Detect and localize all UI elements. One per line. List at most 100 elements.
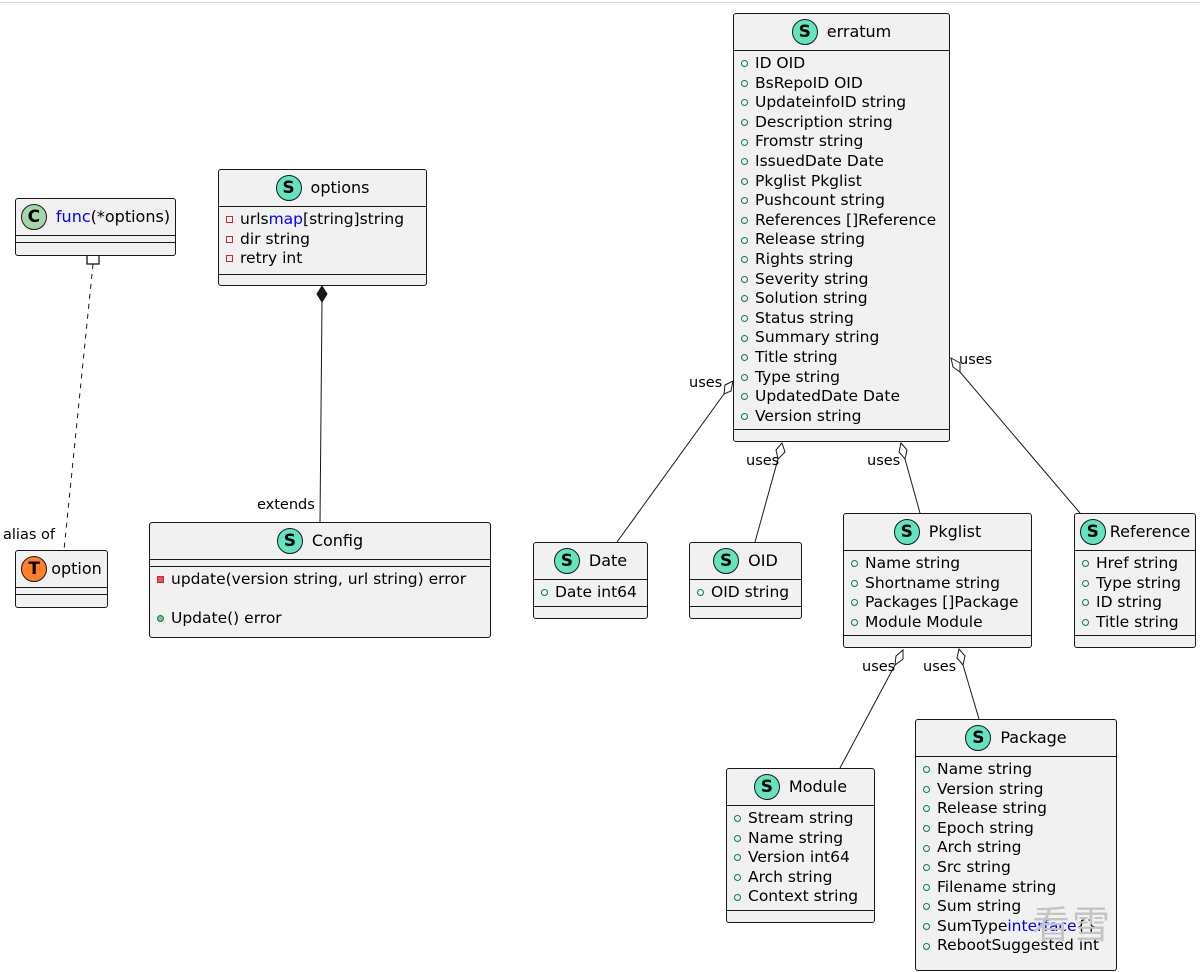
public-icon bbox=[741, 412, 748, 420]
class-name: func(*options) bbox=[56, 207, 170, 227]
field-row: Severity string bbox=[741, 270, 943, 290]
type-stereotype-icon: T bbox=[21, 556, 48, 582]
field-row: OID string bbox=[697, 583, 795, 603]
field-list: Href string Type string ID string Title … bbox=[1075, 551, 1195, 635]
divider bbox=[219, 206, 426, 207]
class-name: options bbox=[310, 178, 370, 197]
field-row: Rights string bbox=[741, 250, 943, 270]
field-list: Name string Shortname string Packages []… bbox=[844, 551, 1031, 635]
field-list: Stream string Name string Version int64 … bbox=[727, 806, 874, 910]
uses-diamond-pkglist bbox=[898, 441, 908, 461]
uses-label-reference: uses bbox=[959, 352, 993, 368]
field-row: retry int bbox=[226, 249, 420, 269]
class-name-rest: (*options) bbox=[90, 207, 171, 226]
uses-label-module: uses bbox=[862, 659, 896, 675]
method-list: update(version string, url string) error… bbox=[150, 567, 490, 631]
public-icon bbox=[741, 295, 748, 303]
uses-link-oid bbox=[754, 458, 779, 543]
field-row: Arch string bbox=[734, 868, 868, 888]
public-icon bbox=[1082, 579, 1089, 587]
struct-stereotype-icon: S bbox=[713, 548, 740, 574]
public-icon bbox=[741, 177, 748, 185]
uses-label-date: uses bbox=[689, 375, 723, 391]
field-row: Version string bbox=[923, 780, 1110, 800]
uses-label-pkglist: uses bbox=[867, 453, 901, 469]
field-list: Name string Version string Release strin… bbox=[916, 757, 1116, 959]
public-icon bbox=[741, 60, 748, 68]
field-row: Type string bbox=[1082, 574, 1189, 594]
field-list: Date int64 bbox=[534, 580, 647, 606]
public-icon bbox=[741, 79, 748, 87]
class-package: S Package Name string Version string Rel… bbox=[915, 719, 1117, 971]
field-row: Filename string bbox=[923, 878, 1110, 898]
uses-diamond-reference bbox=[950, 357, 961, 373]
class-stereotype-icon: C bbox=[20, 204, 47, 230]
field-row: Name string bbox=[851, 554, 1025, 574]
class-pkglist: S Pkglist Name string Shortname string P… bbox=[843, 513, 1032, 648]
public-icon bbox=[923, 923, 930, 931]
field-row: Module Module bbox=[851, 613, 1025, 633]
class-date: S Date Date int64 bbox=[533, 542, 648, 619]
field-row: Title string bbox=[1082, 613, 1189, 633]
field-row: IssuedDate Date bbox=[741, 152, 943, 172]
class-name: Reference bbox=[1109, 522, 1191, 541]
public-icon bbox=[741, 275, 748, 283]
field-row: Epoch string bbox=[923, 819, 1110, 839]
field-row: Summary string bbox=[741, 328, 943, 348]
watermark: 看雪 bbox=[1032, 903, 1113, 947]
composition-link bbox=[319, 301, 323, 523]
uses-link-module bbox=[839, 664, 896, 769]
class-name: OID bbox=[748, 551, 778, 570]
alias-link bbox=[63, 263, 94, 551]
field-row: Version int64 bbox=[734, 848, 868, 868]
public-icon bbox=[851, 560, 858, 568]
divider bbox=[534, 605, 647, 607]
divider bbox=[734, 50, 949, 51]
divider bbox=[150, 559, 490, 560]
field-list: OID string bbox=[690, 580, 801, 606]
uses-link-reference bbox=[959, 371, 1081, 514]
keyword: interface bbox=[1007, 916, 1077, 935]
public-icon bbox=[923, 942, 930, 950]
public-icon bbox=[923, 883, 930, 891]
struct-stereotype-icon: S bbox=[753, 774, 780, 800]
divider bbox=[16, 235, 175, 236]
field-row: Href string bbox=[1082, 554, 1189, 574]
public-icon bbox=[851, 619, 858, 627]
public-icon bbox=[734, 834, 741, 842]
field-row: Pkglist Pkglist bbox=[741, 172, 943, 192]
class-name: option bbox=[51, 559, 102, 578]
public-icon bbox=[741, 256, 748, 264]
divider bbox=[1075, 635, 1195, 637]
field-row: Name string bbox=[734, 829, 868, 849]
uses-diamond-date bbox=[723, 380, 734, 395]
public-icon bbox=[741, 373, 748, 381]
alias-of-label: alias of bbox=[3, 527, 55, 543]
field-row: Release string bbox=[923, 799, 1110, 819]
field-row: Pushcount string bbox=[741, 191, 943, 211]
field-row: References []Reference bbox=[741, 211, 943, 231]
field-row: UpdatedDate Date bbox=[741, 387, 943, 407]
public-icon bbox=[734, 874, 741, 882]
struct-stereotype-icon: S bbox=[791, 19, 818, 45]
divider bbox=[844, 550, 1031, 551]
class-name: Config bbox=[311, 531, 364, 550]
field-row: Date int64 bbox=[541, 583, 641, 603]
public-icon bbox=[741, 99, 748, 107]
divider bbox=[727, 909, 874, 911]
field-row: Src string bbox=[923, 858, 1110, 878]
private-method-icon bbox=[157, 576, 164, 584]
field-row: Description string bbox=[741, 113, 943, 133]
public-icon bbox=[734, 854, 741, 862]
uses-link-package bbox=[962, 664, 980, 720]
divider bbox=[534, 579, 647, 580]
class-module: S Module Stream string Name string Versi… bbox=[726, 768, 875, 923]
divider bbox=[150, 566, 490, 567]
public-icon bbox=[851, 579, 858, 587]
uses-label-oid: uses bbox=[746, 453, 780, 469]
top-border bbox=[0, 2, 1200, 3]
field-row: Stream string bbox=[734, 809, 868, 829]
field-row: Solution string bbox=[741, 289, 943, 309]
struct-stereotype-icon: S bbox=[1079, 519, 1106, 545]
